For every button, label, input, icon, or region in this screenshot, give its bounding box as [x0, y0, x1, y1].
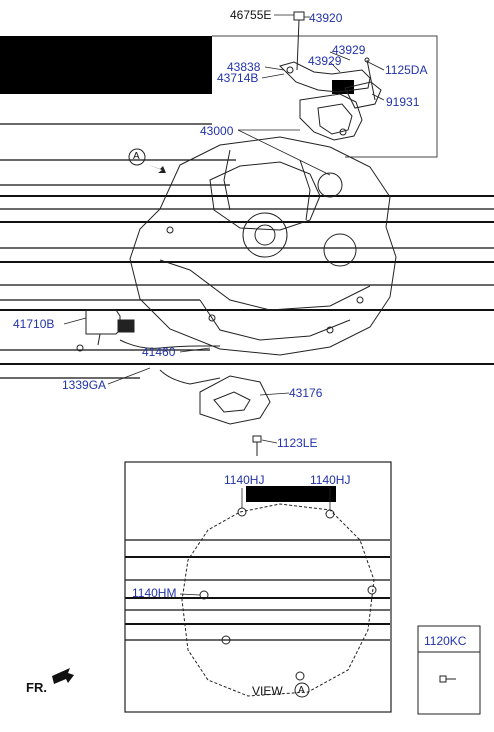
- mount-bracket: [199, 375, 271, 425]
- bolt-icon: [252, 435, 262, 456]
- front-direction-label: FR.: [26, 680, 47, 695]
- wiring-harness: [119, 339, 221, 385]
- label-43714b: 43714B: [217, 71, 259, 85]
- label-91931: 91931: [386, 95, 420, 109]
- label-1140hj-right: 1140HJ: [310, 473, 351, 487]
- mount-holes: [199, 507, 377, 681]
- label-43176: 43176: [289, 386, 323, 400]
- speed-sensor: [85, 309, 135, 346]
- label-1120kc: 1120KC: [424, 634, 467, 648]
- bell-housing-outline: [181, 503, 375, 697]
- gear-sensor-bracket: [279, 11, 382, 141]
- screw-icon: [439, 675, 456, 683]
- part-1120kc-box: [417, 625, 481, 715]
- label-41460: 41460: [142, 345, 176, 359]
- label-46755e: 46755E: [230, 8, 272, 22]
- scan-streaks: [0, 123, 494, 641]
- view-a-letter: A: [133, 151, 140, 162]
- leader-lines: [63, 14, 385, 444]
- front-arrow-icon: [52, 668, 74, 684]
- view-a-marker-circle: [128, 148, 146, 166]
- label-41710b: 41710B: [13, 317, 55, 331]
- transaxle-housing: [129, 136, 397, 356]
- label-1123le: 1123LE: [277, 436, 318, 450]
- view-leader-lines: [179, 488, 331, 596]
- scan-artifact-bar: [246, 486, 336, 502]
- clip-circle: [76, 344, 84, 352]
- label-1125da: 1125DA: [385, 63, 428, 77]
- label-1140hj-left: 1140HJ: [224, 473, 265, 487]
- view-caption: VIEW: [252, 684, 283, 698]
- view-caption-mark: A: [298, 685, 305, 696]
- view-a-frame: [124, 461, 392, 713]
- label-43920: 43920: [309, 11, 343, 25]
- label-43000: 43000: [200, 124, 234, 138]
- view-arrow-icon: [146, 164, 166, 173]
- sensor-group-box: [212, 35, 438, 158]
- view-mark-circle: [294, 682, 310, 698]
- label-43929-top: 43929: [332, 43, 366, 57]
- label-43929-lower: 43929: [308, 54, 342, 68]
- label-1140hm: 1140HM: [132, 586, 177, 600]
- label-43838: 43838: [227, 60, 261, 74]
- label-1339ga: 1339GA: [62, 378, 107, 392]
- scan-artifact-bar: [0, 36, 212, 94]
